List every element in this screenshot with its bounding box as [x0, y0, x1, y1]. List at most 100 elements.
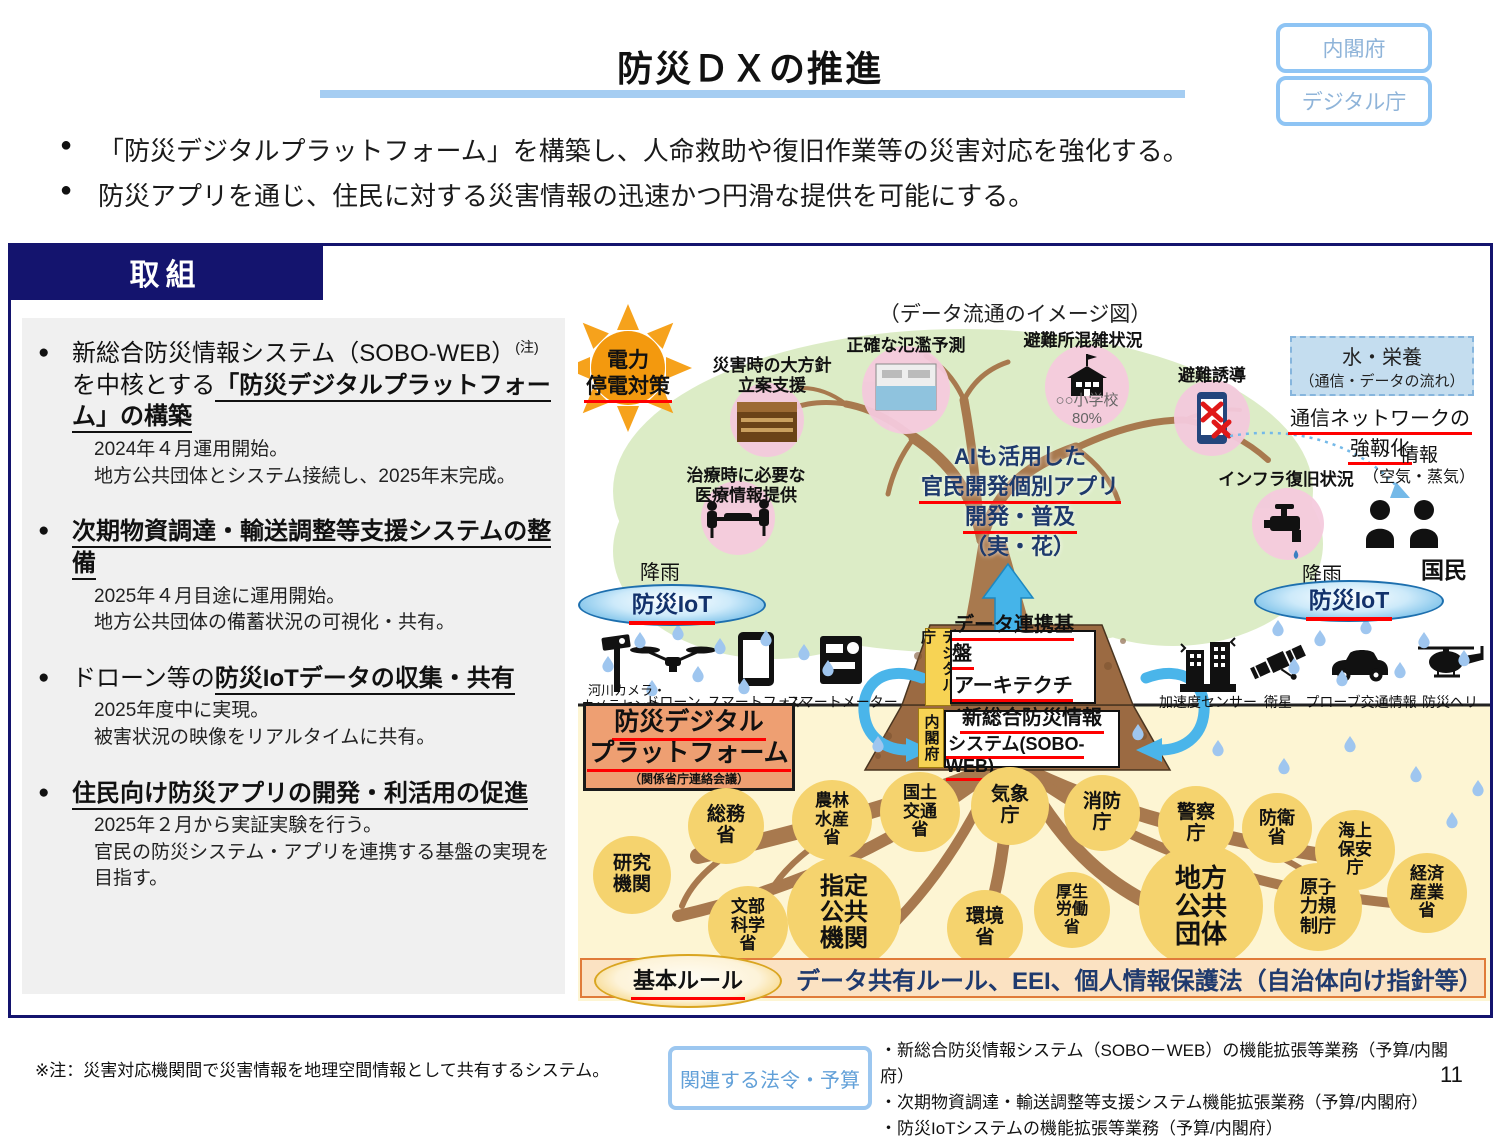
flood-image-icon — [875, 363, 937, 411]
initiative-4-detail-2: 官民の防災システム・アプリを連携する基盤の実現を目指す。 — [94, 841, 550, 890]
satellite-icon — [1250, 644, 1306, 680]
infra-recovery-label: インフラ復旧状況 — [1218, 470, 1354, 489]
ministry-circle: 防衛 省 — [1242, 793, 1312, 863]
ministry-circle: 総務 省 — [688, 788, 764, 864]
school-icon — [1067, 354, 1107, 396]
intro-bullet-1: 「防災デジタルプラットフォーム」を構築し、人命救助や復旧作業等の災害対応を強化す… — [52, 131, 1498, 168]
smart-meter-icon — [820, 636, 862, 684]
nutrition-line2: （通信・データの流れ） — [1299, 373, 1465, 390]
title-underline — [320, 90, 1185, 98]
initiative-3-detail-1: 2025年度中に実現。 — [94, 700, 270, 722]
ministry-circle: 地方 公共 団体 — [1139, 844, 1263, 968]
initiative-2-detail-1: 2025年４月目途に運用開始。 — [94, 585, 346, 607]
initiative-4-detail-1: 2025年２月から実証実験を行う。 — [94, 815, 383, 837]
power-outage-label: 電力 停電対策 — [562, 348, 694, 404]
budget-lines: ・新総合防災情報システム（SOBO－WEB）の機能拡張等業務（予算/内閣府） ・… — [880, 1038, 1455, 1142]
iot-left-label: 防災IoT — [628, 585, 716, 625]
accelerometer-buildings-icon — [1180, 637, 1236, 692]
sobo-line2: システム(SOBO-WEB) — [946, 734, 1085, 781]
initiative-1-title: 新総合防災情報システム（SOBO-WEB）(注)を中核とする「防災デジタルプラッ… — [72, 338, 555, 434]
ministry-circle: 気象 庁 — [971, 767, 1049, 845]
ministry-circle: 環境 省 — [947, 890, 1023, 966]
evacuation-guidance-label: 避難誘導 — [1178, 366, 1246, 385]
data-linkage-label: データ連携基盤 — [952, 613, 1074, 670]
initiative-1-note-ref: (注) — [515, 339, 539, 355]
info-line2: （空気・蒸気） — [1362, 468, 1475, 486]
page-title: 防災ＤＸの推進 — [616, 48, 883, 89]
ministry-circle: 原子 力規 制庁 — [1274, 863, 1362, 951]
stretcher-icon — [707, 499, 769, 538]
river-camera-icon — [601, 634, 631, 692]
ministry-circle: 国土 交通 省 — [880, 772, 960, 852]
digital-agency-tag: デジタル庁 — [919, 628, 957, 706]
ministry-circle: 指定 公共 機関 — [787, 856, 901, 970]
platform-line2: プラットフォーム — [587, 739, 791, 772]
ai-apps-line1: AIも活用した — [953, 444, 1086, 469]
initiative-4-title-emph: 住民向け防災アプリの開発・利活用の促進 — [72, 779, 528, 810]
sobo-line1: 新総合防災情報 — [960, 707, 1104, 734]
budget-line-1: ・新総合防災情報システム（SOBO－WEB）の機能拡張等業務（予算/内閣府） — [880, 1041, 1449, 1086]
page-number: 11 — [1440, 1062, 1463, 1087]
network-resilience-label: 通信ネットワークの 強靱化 — [1270, 404, 1490, 465]
budget-line-2: ・次期物資調達・輸送調整等支援システム機能拡張業務（予算/内閣府） — [880, 1093, 1429, 1112]
ministry-circle: 経済 産業 省 — [1387, 853, 1467, 933]
cycle-arrow-right — [1136, 667, 1210, 762]
initiative-1-title-part: 新総合防災情報システム（SOBO-WEB） — [72, 340, 516, 367]
initiatives-panel: 新総合防災情報システム（SOBO-WEB）(注)を中核とする「防災デジタルプラッ… — [22, 318, 565, 994]
initiative-item-1: 新総合防災情報システム（SOBO-WEB）(注)を中核とする「防災デジタルプラッ… — [22, 338, 565, 490]
probe-traffic-label: プローブ交通情報 — [1305, 694, 1417, 710]
initiative-1-title-part2: を中核とする — [72, 371, 216, 399]
initiative-2-detail-2: 地方公共団体の備蓄状況の可視化・共有。 — [94, 612, 456, 634]
ministry-circle: 文部 科学 省 — [708, 886, 788, 966]
ai-apps-line3: 開発・普及 — [962, 504, 1077, 534]
medical-info-label: 治療時に必要な 医療情報提供 — [686, 466, 806, 506]
platform-note: （関係省庁連絡会議） — [628, 772, 749, 787]
initiative-3-details: 2025年度中に実現。 被害状況の映像をリアルタイムに共有。 — [72, 698, 555, 751]
initiative-item-2: 次期物資調達・輸送調整等支援システムの整備 2025年４月目途に運用開始。 地方… — [22, 516, 565, 637]
drone-icon — [630, 646, 716, 672]
sobo-web-box: 新総合防災情報 システム(SOBO-WEB) — [944, 707, 1120, 781]
helicopter-icon — [1418, 646, 1484, 678]
disaster-heli-label: 防災ヘリ — [1422, 694, 1478, 710]
satellite-label: 衛星 — [1264, 694, 1292, 710]
plan-support-label: 災害時の大方針 立案支援 — [712, 356, 832, 396]
school-occupancy-note: ○○小学校 80% — [1055, 392, 1119, 427]
ministry-circle: 農林 水産 省 — [792, 780, 872, 860]
initiative-1-detail-1: 2024年４月運用開始。 — [94, 439, 289, 461]
intro-bullet-2: 防災アプリを通じ、住民に対する災害情報の迅速かつ円滑な提供を可能にする。 — [52, 176, 1498, 213]
flood-forecast-label: 正確な氾濫予測 — [846, 336, 966, 355]
ai-apps-text: AIも活用した 官民開発個別アプリ 開発・普及 （実・花） — [908, 442, 1132, 562]
badge-digital-agency-label: デジタル庁 — [1301, 91, 1407, 114]
initiative-2-title-emph: 次期物資調達・輸送調整等支援システムの整備 — [72, 518, 552, 580]
nutrition-line1: 水・栄養 — [1342, 347, 1422, 369]
platform-box: 防災デジタル プラットフォーム （関係省庁連絡会議） — [583, 703, 795, 791]
initiative-4-details: 2025年２月から実証実験を行う。 官民の防災システム・アプリを連携する基盤の実… — [72, 813, 555, 893]
info-line1: 情報 — [1399, 445, 1438, 466]
nutrition-box: 水・栄養 （通信・データの流れ） — [1290, 336, 1474, 396]
ministry-circle: 研究 機関 — [593, 836, 671, 914]
power-label-line2: 停電対策 — [584, 375, 672, 404]
ministry-circle: 消防 庁 — [1064, 775, 1140, 851]
initiative-item-4: 住民向け防災アプリの開発・利活用の促進 2025年２月から実証実験を行う。 官民… — [22, 778, 565, 893]
phone-alert-icon — [1197, 392, 1232, 444]
badge-naikakufu: 内閣府 — [1276, 23, 1432, 73]
rain-label-left: 降雨 — [640, 562, 680, 584]
smart-meter-label: スマートメーター — [786, 694, 898, 710]
badge-digital-agency: デジタル庁 — [1276, 76, 1432, 126]
diagram-caption: （データ流通のイメージ図） — [878, 303, 1152, 326]
initiative-3-title-part: ドローン等の — [72, 664, 215, 692]
initiative-3-title-emph: 防災IoTデータの収集・共有 — [214, 664, 515, 695]
naikakufu-tag: 内閣府 — [918, 708, 944, 768]
info-air-label: 情報 （空気・蒸気） — [1348, 444, 1490, 488]
data-flow-diagram: （データ流通のイメージ図） 電力 停電対策 災害時の大方針 立案支援 正確な氾濫… — [578, 296, 1490, 1012]
initiative-2-details: 2025年４月目途に運用開始。 地方公共団体の備蓄状況の可視化・共有。 — [72, 584, 555, 637]
accelerometer-label: 加速度センサー — [1159, 694, 1257, 710]
initiative-2-title: 次期物資調達・輸送調整等支援システムの整備 — [72, 516, 555, 580]
base-rule-label: 基本ルール — [630, 963, 745, 1000]
initiative-item-3: ドローン等の防災IoTデータの収集・共有 2025年度中に実現。 被害状況の映像… — [22, 663, 565, 752]
meeting-photo-icon — [737, 402, 797, 442]
iot-oval-left: 防災IoT — [578, 584, 766, 626]
base-rule-oval: 基本ルール — [594, 954, 782, 1008]
iot-right-label: 防災IoT — [1305, 581, 1393, 621]
footnote: ※注：災害対応機関間で災害情報を地理空間情報として共有するシステム。 — [35, 1061, 610, 1080]
